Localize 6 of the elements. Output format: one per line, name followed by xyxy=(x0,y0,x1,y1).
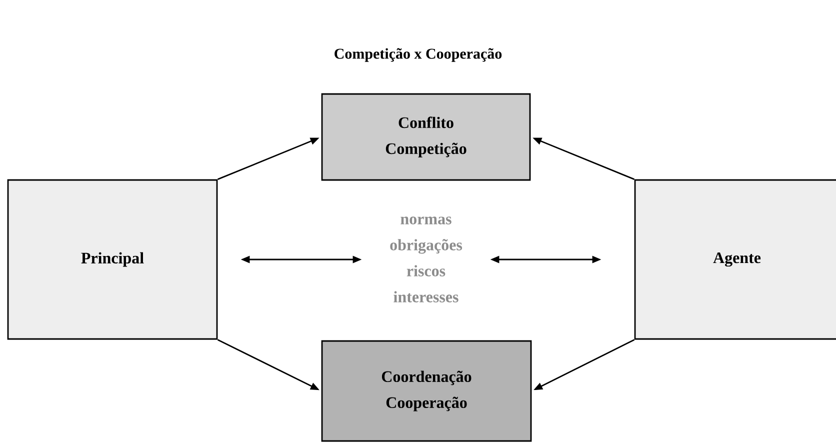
center-text: normas obrigações riscos interesses xyxy=(390,216,462,302)
process-box: Conflito Competição xyxy=(321,93,531,181)
title: Competição x Cooperação xyxy=(334,48,502,62)
side-box: Agente xyxy=(634,179,836,340)
side-box: Principal xyxy=(7,179,218,340)
process-box: Coordenação Cooperação xyxy=(321,340,532,442)
